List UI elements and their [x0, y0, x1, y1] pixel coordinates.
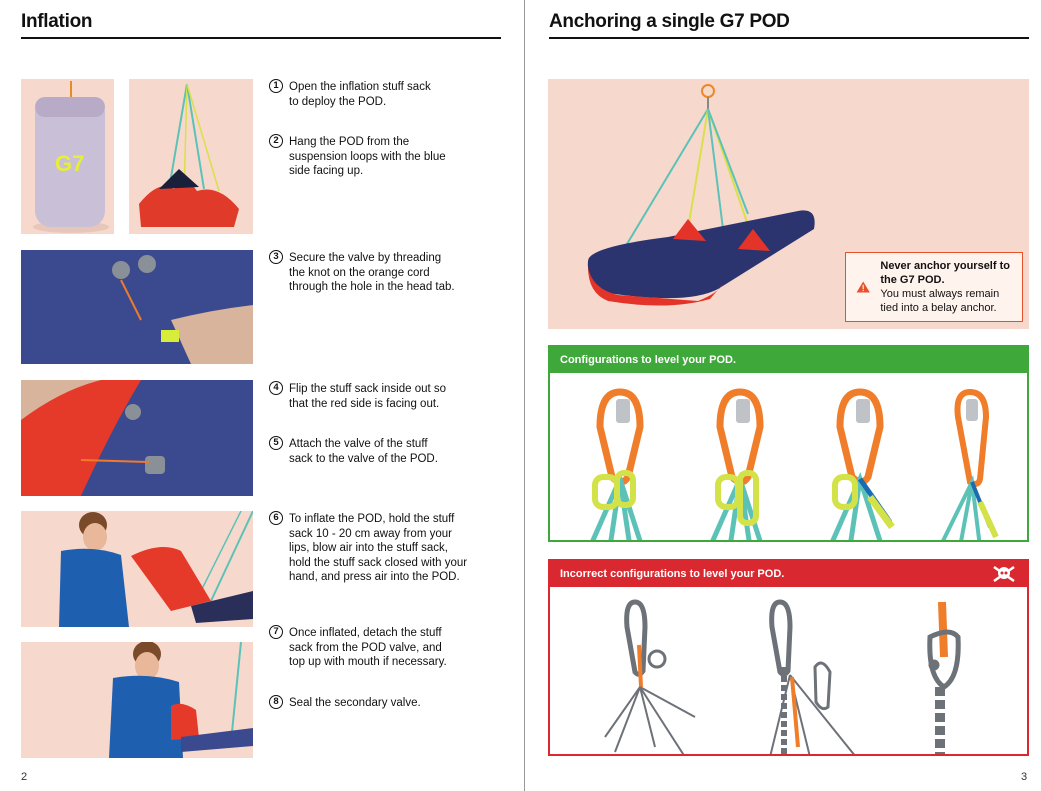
correct-config-header: Configurations to level your POD.	[550, 347, 1027, 373]
page-number-right: 3	[1021, 771, 1028, 783]
incorrect-config-diagrams	[604, 599, 961, 763]
incorrect-config-title: Incorrect configurations to level your P…	[560, 568, 785, 580]
step-number: 5	[269, 436, 283, 450]
warning-text: You must always remain tied into a belay…	[880, 288, 1000, 314]
step-6: 6 To inflate the POD, hold the stuff sac…	[269, 511, 469, 585]
step-2: 2 Hang the POD from the suspension loops…	[269, 134, 469, 179]
step-8: 8 Seal the secondary valve.	[269, 695, 459, 711]
step-text: Flip the stuff sack inside out so that t…	[289, 383, 447, 410]
title-rule	[549, 37, 1029, 39]
step-number: 6	[269, 511, 283, 525]
step-number: 4	[269, 381, 283, 395]
warning-triangle-icon	[856, 281, 870, 293]
step-text: Seal the secondary valve.	[289, 697, 421, 709]
step-1: 1 Open the inflation stuff sack to deplo…	[269, 79, 439, 109]
photo-hanging-pod	[129, 79, 253, 234]
warning-box: Never anchor yourself to the G7 POD. You…	[845, 252, 1023, 322]
step-text: Open the inflation stuff sack to deploy …	[289, 81, 431, 108]
skull-crossbones-icon	[993, 565, 1015, 583]
photo-valve-head-tab	[21, 250, 253, 364]
g7-logo: G7	[55, 151, 84, 176]
page-title-inflation: Inflation	[21, 11, 93, 32]
step-4: 4 Flip the stuff sack inside out so that…	[269, 381, 449, 411]
correct-config-title: Configurations to level your POD.	[560, 354, 737, 366]
incorrect-config-panel: Incorrect configurations to level your P…	[548, 559, 1029, 763]
step-number: 2	[269, 134, 283, 148]
photo-stuff-sack: G7	[21, 79, 114, 234]
step-text: Secure the valve by threading the knot o…	[289, 252, 455, 293]
step-number: 8	[269, 695, 283, 709]
page-title-anchoring: Anchoring a single G7 POD	[549, 11, 790, 32]
warning-bold: Never anchor yourself to the G7 POD.	[880, 260, 1010, 286]
step-3: 3 Secure the valve by threading the knot…	[269, 250, 459, 295]
step-number: 3	[269, 250, 283, 264]
title-rule	[21, 37, 501, 39]
step-7: 7 Once inflated, detach the stuff sack f…	[269, 625, 459, 670]
photo-valve-attach	[21, 380, 253, 496]
correct-config-panel: Configurations to level your POD.	[548, 345, 1029, 549]
step-text: To inflate the POD, hold the stuff sack …	[289, 513, 468, 583]
page-number-left: 2	[21, 771, 28, 783]
page-divider	[524, 0, 525, 791]
photo-inflating	[21, 511, 253, 627]
step-text: Attach the valve of the stuff sack to th…	[289, 438, 438, 465]
step-text: Once inflated, detach the stuff sack fro…	[289, 627, 447, 668]
step-number: 1	[269, 79, 283, 93]
step-number: 7	[269, 625, 283, 639]
correct-config-diagrams	[587, 388, 999, 549]
step-text: Hang the POD from the suspension loops w…	[289, 136, 446, 177]
step-5: 5 Attach the valve of the stuff sack to …	[269, 436, 454, 466]
incorrect-config-header: Incorrect configurations to level your P…	[550, 561, 1027, 587]
photo-detach-sack	[21, 642, 253, 758]
